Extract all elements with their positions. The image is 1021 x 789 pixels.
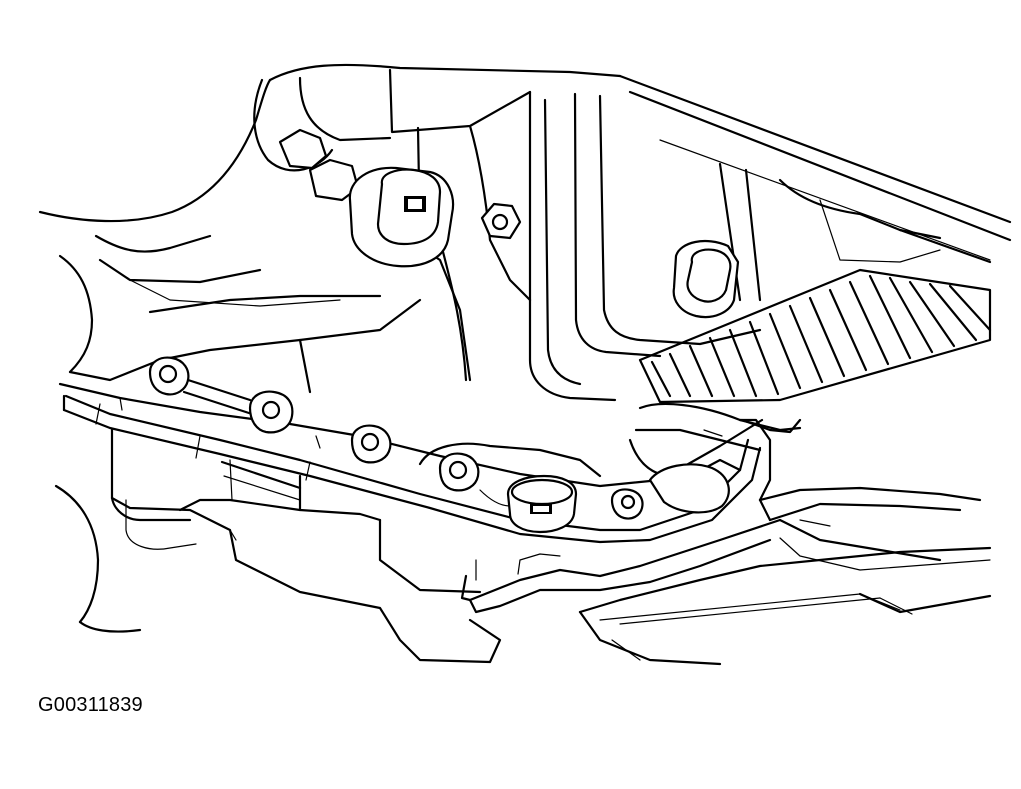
oil-filter-housing: [348, 166, 455, 268]
pan-bolts: [480, 202, 740, 319]
pan-bolts-row: [148, 356, 644, 520]
crossmember: [578, 402, 992, 666]
bolt-2: [248, 390, 294, 434]
drain-plug: [506, 474, 578, 534]
figure-id-label: G00311839: [38, 694, 143, 716]
engine-block: [38, 63, 1012, 402]
oil-pan: [54, 382, 782, 664]
bolt-block-large: [672, 239, 740, 319]
bolt-5: [610, 488, 644, 520]
bolt-3: [350, 424, 392, 464]
bolt-1: [148, 356, 190, 396]
bolt-4: [438, 452, 480, 492]
heat-shield-grille: [638, 268, 992, 404]
bolt-upper: [480, 202, 522, 240]
